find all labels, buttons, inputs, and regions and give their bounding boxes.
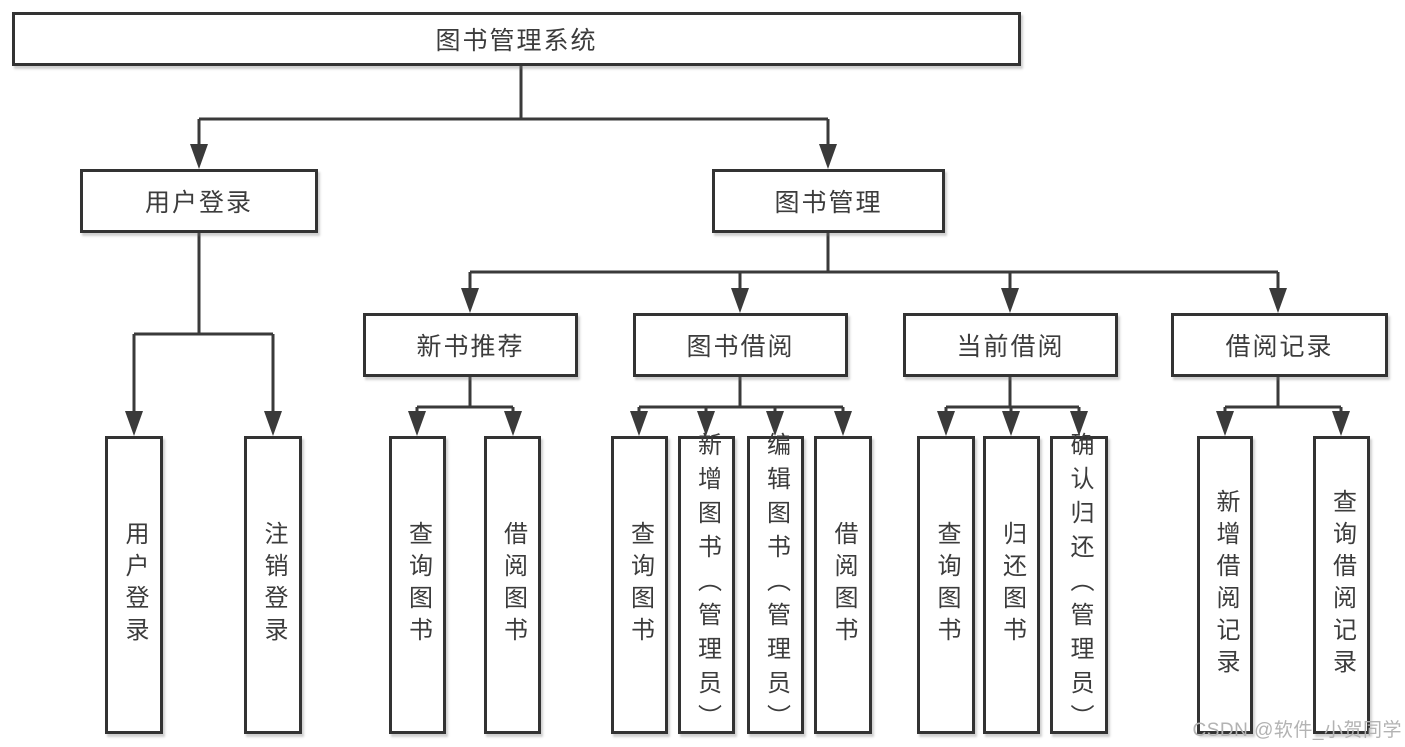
- arrow-down-icon: [1269, 288, 1287, 313]
- arrow-down-icon: [264, 411, 282, 436]
- leaf-cb-query-books: 查询图书: [917, 436, 975, 734]
- leaf-cb-query-books-label: 查询图书: [933, 521, 960, 649]
- leaf-bb-edit-books: 编辑图书（管理员）: [747, 432, 804, 738]
- leaf-logout-label: 注销登录: [260, 521, 287, 649]
- arrow-down-icon: [504, 411, 522, 436]
- leaf-nr-query-books-label: 查询图书: [404, 521, 432, 649]
- node-new-book-recommendation: 新书推荐: [363, 313, 578, 377]
- node-current-borrowing-label: 当前借阅: [956, 333, 1065, 361]
- node-user-login-label: 用户登录: [144, 189, 253, 217]
- node-current-borrowing: 当前借阅: [903, 313, 1118, 377]
- leaf-bb-borrow-books-label: 借阅图书: [830, 521, 857, 649]
- arrow-down-icon: [190, 144, 208, 169]
- node-root: 图书管理系统: [12, 12, 1021, 66]
- arrow-down-icon: [1002, 411, 1020, 436]
- arrow-down-icon: [1332, 411, 1350, 436]
- arrow-down-icon: [731, 288, 749, 313]
- leaf-bb-edit-books-label: 编辑图书（管理员）: [762, 432, 790, 738]
- node-book-borrowing-label: 图书借阅: [686, 333, 795, 361]
- watermark: CSDN @软件_小贺同学: [1192, 720, 1402, 741]
- arrow-down-icon: [819, 144, 837, 169]
- node-borrowing-records: 借阅记录: [1171, 313, 1388, 377]
- node-book-borrowing: 图书借阅: [633, 313, 848, 377]
- arrow-down-icon: [1001, 288, 1019, 313]
- node-new-book-recommendation-label: 新书推荐: [416, 333, 525, 361]
- node-book-management: 图书管理: [712, 169, 945, 233]
- node-user-login: 用户登录: [80, 169, 318, 233]
- arrow-down-icon: [630, 411, 648, 436]
- node-borrowing-records-label: 借阅记录: [1225, 333, 1334, 361]
- node-root-label: 图书管理系统: [435, 27, 598, 55]
- node-book-management-label: 图书管理: [774, 189, 883, 217]
- leaf-bb-query-books: 查询图书: [611, 436, 668, 734]
- leaf-bb-borrow-books: 借阅图书: [814, 436, 872, 734]
- leaf-cb-confirm-return: 确认归还（管理员）: [1050, 432, 1108, 738]
- leaf-nr-borrow-books: 借阅图书: [484, 436, 541, 734]
- leaf-br-add-record-label: 新增借阅记录: [1212, 489, 1239, 681]
- arrow-down-icon: [461, 288, 479, 313]
- leaf-nr-query-books: 查询图书: [389, 436, 446, 734]
- arrow-down-icon: [1216, 411, 1234, 436]
- leaf-bb-add-books-label: 新增图书（管理员）: [693, 432, 721, 738]
- leaf-br-query-record: 查询借阅记录: [1313, 436, 1370, 734]
- arrow-down-icon: [937, 411, 955, 436]
- arrow-down-icon: [834, 411, 852, 436]
- leaf-user-login-label: 用户登录: [121, 521, 148, 649]
- leaf-cb-confirm-return-label: 确认归还（管理员）: [1066, 432, 1093, 738]
- arrow-down-icon: [408, 411, 426, 436]
- leaf-br-add-record: 新增借阅记录: [1197, 436, 1253, 734]
- leaf-nr-borrow-books-label: 借阅图书: [499, 521, 527, 649]
- leaf-logout: 注销登录: [244, 436, 302, 734]
- leaf-cb-return-books-label: 归还图书: [998, 521, 1026, 649]
- arrow-down-icon: [125, 411, 143, 436]
- leaf-bb-add-books: 新增图书（管理员）: [678, 432, 735, 738]
- leaf-user-login: 用户登录: [105, 436, 163, 734]
- leaf-bb-query-books-label: 查询图书: [626, 521, 654, 649]
- leaf-cb-return-books: 归还图书: [983, 436, 1040, 734]
- leaf-br-query-record-label: 查询借阅记录: [1328, 489, 1356, 681]
